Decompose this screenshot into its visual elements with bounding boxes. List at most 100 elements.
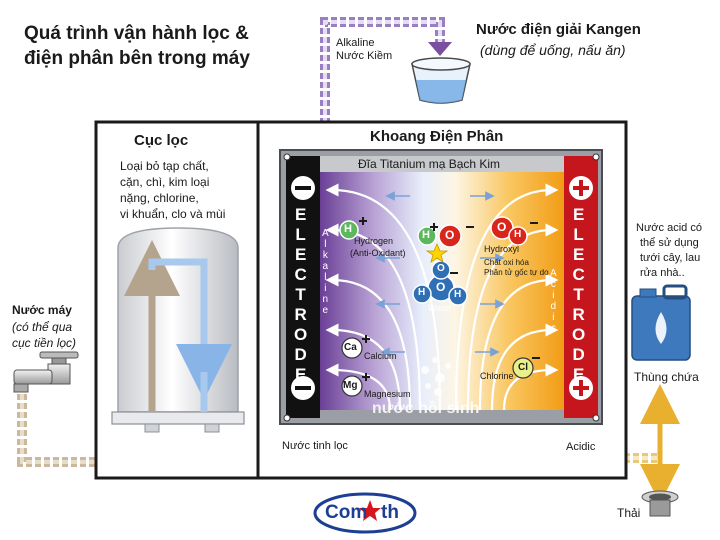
hydroxyl-o-symbol: O xyxy=(497,220,507,234)
vertical-letter: A xyxy=(550,268,557,279)
vertical-letter: C xyxy=(294,265,307,284)
kangen-sub: (dùng để uống, nấu ăn) xyxy=(480,42,626,58)
oxygen-free xyxy=(438,224,462,248)
charge-signs xyxy=(359,217,540,381)
water-h1-symbol: H xyxy=(418,287,426,298)
chamber-plate-label-bg xyxy=(320,156,564,172)
tap-sub-1: (có thể qua xyxy=(12,320,73,334)
filter-base xyxy=(111,411,245,425)
watermark: nước hồi sinh xyxy=(372,400,480,417)
calcium-symbol: Ca xyxy=(344,342,357,353)
filter-title: Cục lọc xyxy=(134,132,189,149)
filter-base-outlet xyxy=(204,423,220,433)
chamber-screws xyxy=(283,153,600,422)
negative-sign-bottom xyxy=(291,376,315,400)
vertical-letter: R xyxy=(294,305,307,324)
vertical-letter: E xyxy=(572,205,585,224)
vertical-letter: E xyxy=(294,205,307,224)
vertical-letter: T xyxy=(295,285,306,304)
alkaline-pipe-light xyxy=(323,20,442,160)
vertical-letter: d xyxy=(550,301,557,312)
vertical-letter: O xyxy=(294,325,308,344)
vertical-letter: l xyxy=(324,272,327,283)
oxidant-desc-1: Chất oxi hóa xyxy=(484,258,529,267)
vertical-letter: i xyxy=(324,283,327,294)
magnesium-label: Magnesium xyxy=(364,389,411,399)
oxidant-desc-2: Phân tử gốc tự do xyxy=(484,268,549,277)
tap-sub-2: cục tiền lọc) xyxy=(12,336,77,350)
drain-icon xyxy=(641,490,679,517)
vertical-letter: D xyxy=(294,345,307,364)
vertical-letter: c xyxy=(550,323,556,334)
hydrogen-label: Hydrogen xyxy=(354,236,394,246)
vertical-letter: O xyxy=(572,325,586,344)
filter-desc-4: vi khuẩn, clo và mùi xyxy=(120,207,226,221)
hydrogen-molecule xyxy=(339,220,359,240)
calcium-label: Calcium xyxy=(364,351,397,361)
vertical-letter: k xyxy=(322,250,328,261)
filter-flow-over xyxy=(148,258,232,400)
vertical-letter: L xyxy=(573,225,584,244)
filter-desc-1: Loại bỏ tạp chất, xyxy=(120,159,209,173)
water-h2-symbol: H xyxy=(454,289,462,300)
acid-use-2: thể sử dụng xyxy=(640,237,699,249)
water-label: Water xyxy=(428,303,452,313)
logo-star xyxy=(359,500,381,521)
vertical-letter: A xyxy=(322,228,329,239)
vertical-letter: R xyxy=(572,305,585,324)
positive-sign-top xyxy=(569,176,593,200)
vertical-letter: E xyxy=(572,245,585,264)
ion-migration-arrows xyxy=(375,191,505,357)
positive-sign-bottom xyxy=(569,376,593,400)
vertical-letter: e xyxy=(322,305,329,316)
vertical-letter: a xyxy=(322,261,329,272)
vertical-letter: n xyxy=(322,294,329,305)
drain-label: Thải xyxy=(617,506,641,520)
acid-use-4: rửa nhà.. xyxy=(640,267,685,279)
spark-icon xyxy=(425,242,449,263)
vertical-letter: C xyxy=(572,265,585,284)
vertical-letter: E xyxy=(572,365,585,384)
water-o2-symbol: O xyxy=(437,263,445,274)
logo-text-2: th xyxy=(381,502,399,523)
acidic-pipe-label: Acidic xyxy=(566,441,596,453)
kangen-label: Nước điện giải Kangen xyxy=(476,21,641,38)
vertical-letter: E xyxy=(294,365,307,384)
hydroxyl-label: Hydroxyl xyxy=(484,244,520,254)
vertical-letter: i xyxy=(552,312,555,323)
alkaline-pipe-label1: Alkaline xyxy=(336,37,375,49)
water-o-symbol: O xyxy=(436,280,446,294)
bubbles xyxy=(421,357,451,396)
oxygen-symbol: O xyxy=(445,228,455,242)
tap-icon xyxy=(13,351,79,393)
alkaline-outlet-arrow xyxy=(428,42,452,56)
hydrogen-ion xyxy=(417,226,437,246)
chlorine-symbol: Cl xyxy=(518,362,528,373)
vertical-letter: i xyxy=(552,290,555,301)
vertical-letter: E xyxy=(294,245,307,264)
logo-ring xyxy=(313,492,417,534)
vertical-letter: c xyxy=(550,279,556,290)
page-title-line2: điện phân bên trong máy xyxy=(24,48,250,69)
vertical-letter: T xyxy=(573,285,584,304)
alkaline-pipe-label2: Nước Kiềm xyxy=(336,50,393,62)
container-label: Thùng chứa xyxy=(634,370,699,384)
filter-base-inlet xyxy=(144,423,160,433)
filtered-water-label: Nước tinh lọc xyxy=(282,440,348,452)
chamber-flow-arrows xyxy=(325,183,559,411)
magnesium-symbol: Mg xyxy=(343,380,358,391)
vertical-letter: L xyxy=(295,225,306,244)
hydroxyl-h-symbol: H xyxy=(514,229,522,240)
chamber-title: Khoang Điện Phân xyxy=(370,128,504,145)
calcium-ion xyxy=(341,337,363,359)
anti-oxidant-label: (Anti-Oxidant) xyxy=(350,248,406,258)
logo-text-1: Com xyxy=(325,502,368,523)
vertical-letter: D xyxy=(572,345,585,364)
plate-label: Đĩa Titanium mạ Bạch Kim xyxy=(358,157,501,171)
chlorine-ion xyxy=(512,357,534,379)
